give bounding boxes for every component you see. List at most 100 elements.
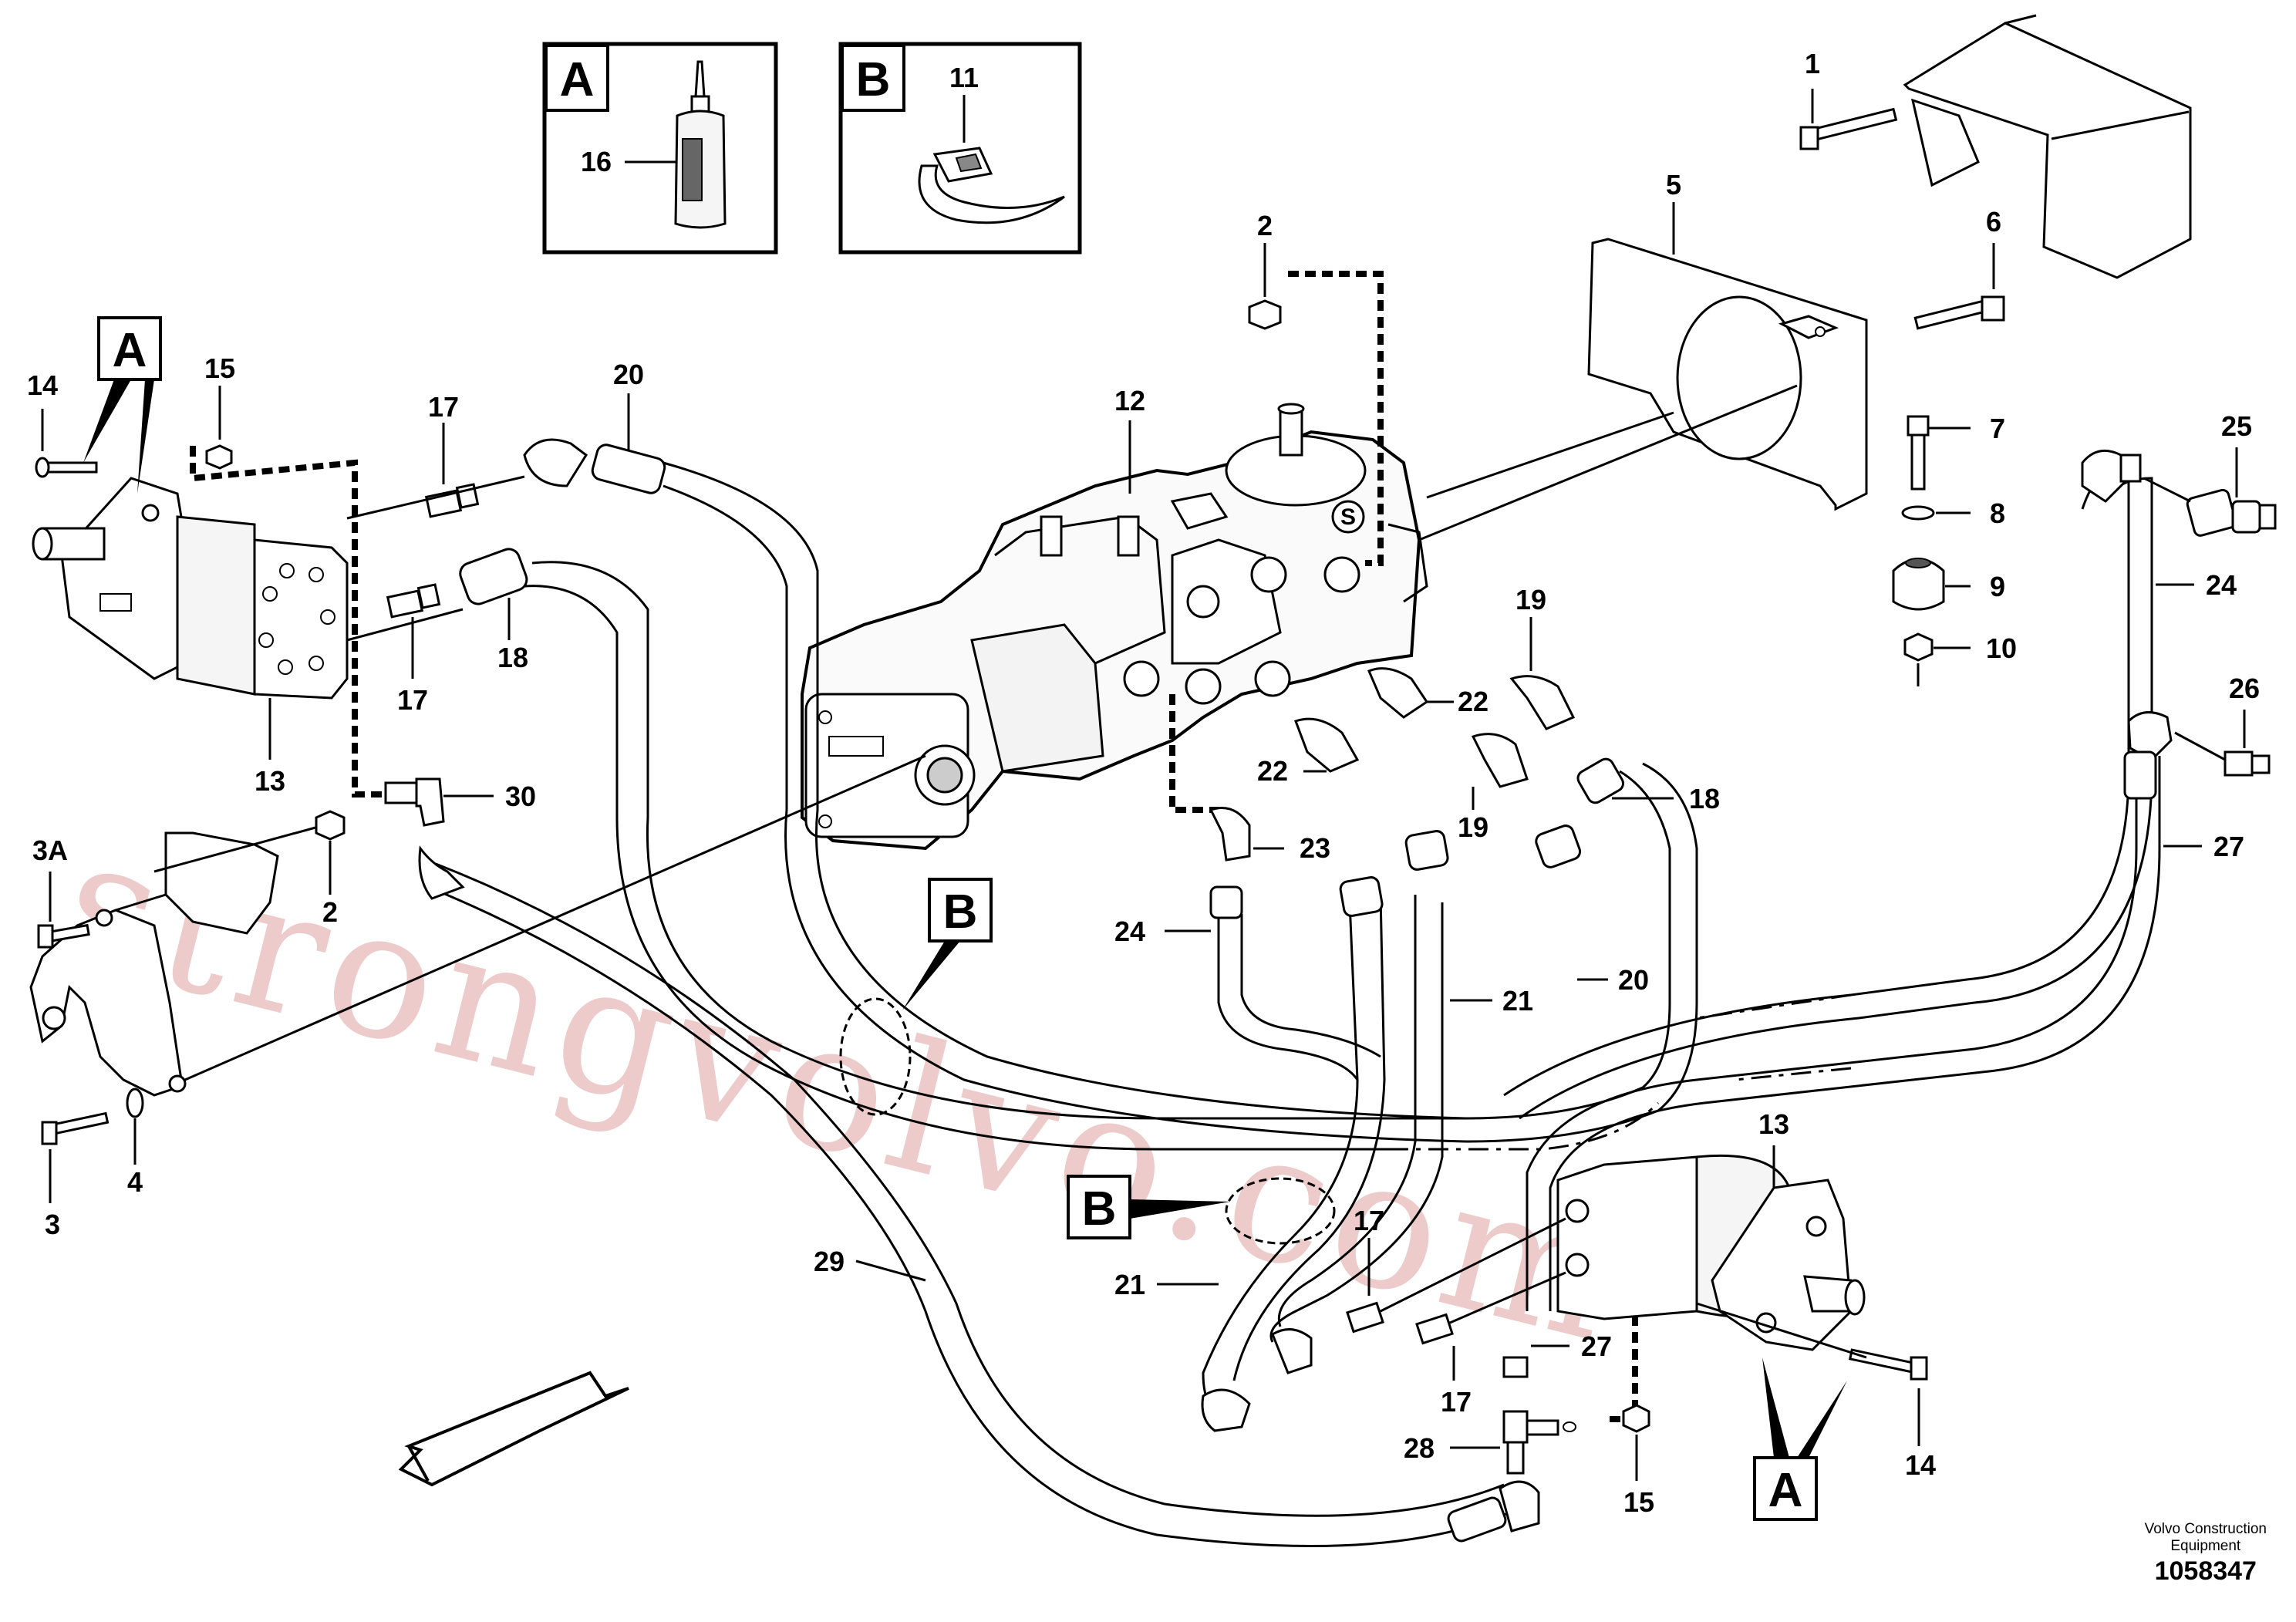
hose-nut-21b — [1339, 876, 1384, 917]
ref-a-right-letter: A — [1768, 1464, 1803, 1517]
tee-fitting-28 — [1502, 1410, 1576, 1475]
callout-17-lower-left: 17 — [397, 684, 428, 716]
callout-24-left: 24 — [1114, 916, 1145, 947]
cable-tie-icon — [918, 147, 1065, 224]
ref-b-lower-letter: B — [1082, 1182, 1117, 1236]
title-block: Volvo Construction Equipment 1058347 — [2145, 1521, 2267, 1587]
elbow-19-upper — [1509, 675, 1576, 730]
watermark: strongvolvo.com — [44, 798, 1642, 1384]
detail-box-b: B 11 — [838, 42, 1082, 255]
elbow-19-lower — [1471, 733, 1529, 788]
hose-nut-20 — [1535, 824, 1582, 868]
hose-nut-24-left — [1209, 885, 1243, 919]
assembly-line-23 — [1169, 694, 1219, 813]
brand-line-1: Volvo Construction — [2144, 1521, 2267, 1537]
bolt-14-right — [1848, 1348, 1922, 1375]
hose-21-b — [1269, 902, 1444, 1343]
detail-box-a: A 16 — [542, 42, 778, 255]
fitting-17-right-lower — [1415, 1313, 1454, 1345]
bolt-14-left — [35, 457, 98, 478]
ref-a-left-letter: A — [113, 324, 147, 377]
callout-10: 10 — [1986, 632, 2017, 664]
mounting-bracket — [1587, 238, 1868, 511]
adapter-25 — [2186, 488, 2277, 537]
callout-19-lower: 19 — [1458, 811, 1489, 843]
callout-27-right: 27 — [2213, 831, 2244, 862]
nut-15-right — [1622, 1404, 1650, 1433]
hose-18 — [531, 561, 1465, 1120]
callout-15-right: 15 — [1623, 1486, 1654, 1518]
callout-2-lower: 2 — [322, 896, 338, 928]
callout-25: 25 — [2221, 410, 2252, 442]
nut-2-lower — [315, 810, 346, 841]
callout-22-lower: 22 — [1257, 755, 1288, 787]
nut-15-left — [205, 444, 233, 470]
brand-line-2: Equipment — [2170, 1538, 2241, 1554]
callout-13-right: 13 — [1758, 1108, 1789, 1140]
callout-23: 23 — [1300, 832, 1330, 864]
callout-17-right-upper: 17 — [1354, 1205, 1384, 1236]
bolt-7 — [1907, 415, 1930, 491]
callout-28: 28 — [1404, 1432, 1435, 1464]
motor-bracket-left — [29, 831, 279, 1097]
detail-box-a-letter: A — [560, 53, 595, 106]
hose-nut-21a — [1404, 830, 1449, 871]
callout-11: 11 — [949, 62, 979, 93]
callout-27-lower: 27 — [1581, 1330, 1612, 1362]
hose-29 — [427, 885, 1512, 1548]
callout-3a: 3A — [32, 835, 68, 866]
elbow-24-right — [2081, 449, 2142, 503]
nut-2-upper — [1248, 299, 1282, 330]
callout-18-right: 18 — [1689, 783, 1720, 814]
hose-24-left — [1217, 914, 1359, 1081]
callout-15-left: 15 — [204, 352, 235, 384]
callout-1: 1 — [1805, 48, 1820, 79]
callout-13-left: 13 — [255, 765, 285, 797]
assembly-line-15 — [190, 446, 401, 798]
adhesive-bottle-icon — [674, 60, 727, 229]
hose-27-right-inner — [1549, 756, 2161, 1311]
detail-box-b-letter: B — [856, 53, 891, 106]
callout-21-lower: 21 — [1114, 1269, 1145, 1300]
callout-6: 6 — [1986, 206, 2001, 238]
bolt-6 — [1913, 295, 2005, 330]
callout-5: 5 — [1666, 169, 1681, 201]
callout-20-lower: 20 — [1618, 964, 1649, 996]
callout-21-upper: 21 — [1502, 985, 1533, 1017]
nut-10 — [1903, 632, 1934, 662]
callout-24-right: 24 — [2206, 569, 2237, 601]
drawing-number: 1058347 — [2154, 1556, 2257, 1586]
cover-plate — [1903, 14, 2192, 279]
callout-8: 8 — [1990, 497, 2005, 529]
callout-16: 16 — [581, 146, 612, 177]
callout-7: 7 — [1990, 413, 2005, 444]
callout-18-left: 18 — [497, 642, 528, 673]
callout-12: 12 — [1114, 385, 1145, 416]
ref-b-mid-letter: B — [943, 885, 978, 939]
callout-17-right-lower: 17 — [1441, 1386, 1472, 1418]
callout-30: 30 — [505, 781, 536, 812]
hose-end-20 — [523, 438, 666, 494]
washer-8 — [1901, 505, 1935, 521]
ref-a-right — [1753, 1456, 1818, 1521]
hose-nut-18-right — [1576, 757, 1624, 804]
callout-4: 4 — [127, 1166, 143, 1198]
callout-9: 9 — [1990, 571, 2005, 602]
callout-3: 3 — [45, 1209, 60, 1240]
elbow-23 — [1209, 807, 1251, 862]
fitting-17-lower — [386, 583, 441, 619]
callout-14-right: 14 — [1905, 1449, 1936, 1481]
ref-a-left — [97, 316, 162, 381]
elbow-27-right — [2123, 711, 2173, 800]
hose-18-inner — [524, 585, 1388, 1151]
hydraulic-pump: S — [801, 403, 1428, 851]
elbow-22-upper — [1367, 667, 1429, 719]
adapter-26 — [2224, 750, 2271, 777]
callout-19-upper: 19 — [1515, 584, 1546, 615]
hose-nut-27-lower — [1502, 1356, 1529, 1378]
hydraulic-motor-left — [32, 477, 349, 700]
callout-14-left: 14 — [27, 369, 58, 401]
callout-17-upper-left: 17 — [428, 391, 459, 423]
svg-text:S: S — [1340, 504, 1356, 530]
